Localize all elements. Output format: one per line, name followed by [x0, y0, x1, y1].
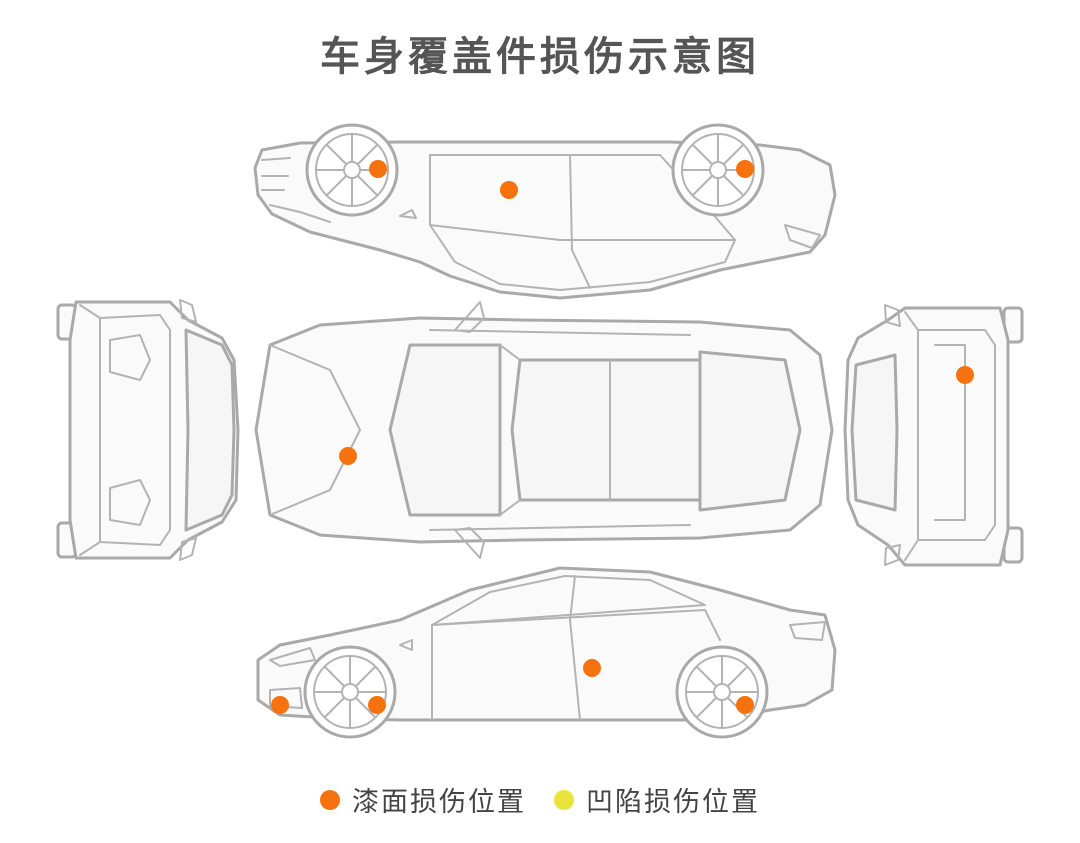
paint-damage-marker — [339, 447, 357, 465]
legend: 漆面损伤位置 凹陷损伤位置 — [0, 780, 1080, 819]
paint-damage-marker — [500, 181, 518, 199]
page-title: 车身覆盖件损伤示意图 — [320, 34, 760, 80]
paint-damage-marker — [583, 659, 601, 677]
paint-damage-dot-icon — [320, 789, 340, 810]
paint-damage-marker — [368, 696, 386, 714]
car-view-top — [254, 301, 834, 559]
legend-item-paint-damage: 漆面损伤位置 — [320, 780, 526, 819]
car-view-side-profile — [256, 566, 837, 739]
car-view-front — [56, 299, 240, 561]
wheel-front — [303, 645, 397, 739]
legend-item-dent-damage: 凹陷损伤位置 — [554, 780, 760, 819]
paint-damage-marker — [956, 366, 974, 384]
wheel-rear — [675, 645, 769, 739]
legend-label: 漆面损伤位置 — [352, 787, 526, 818]
car-view-rear — [843, 304, 1024, 567]
paint-damage-marker — [736, 160, 754, 178]
legend-label: 凹陷损伤位置 — [586, 787, 760, 818]
paint-damage-marker — [369, 160, 387, 178]
paint-damage-marker — [736, 696, 754, 714]
car-view-bottom-profile — [253, 123, 837, 300]
paint-damage-marker — [271, 696, 289, 714]
wheel-rear — [671, 123, 765, 217]
dent-damage-dot-icon — [554, 789, 574, 810]
